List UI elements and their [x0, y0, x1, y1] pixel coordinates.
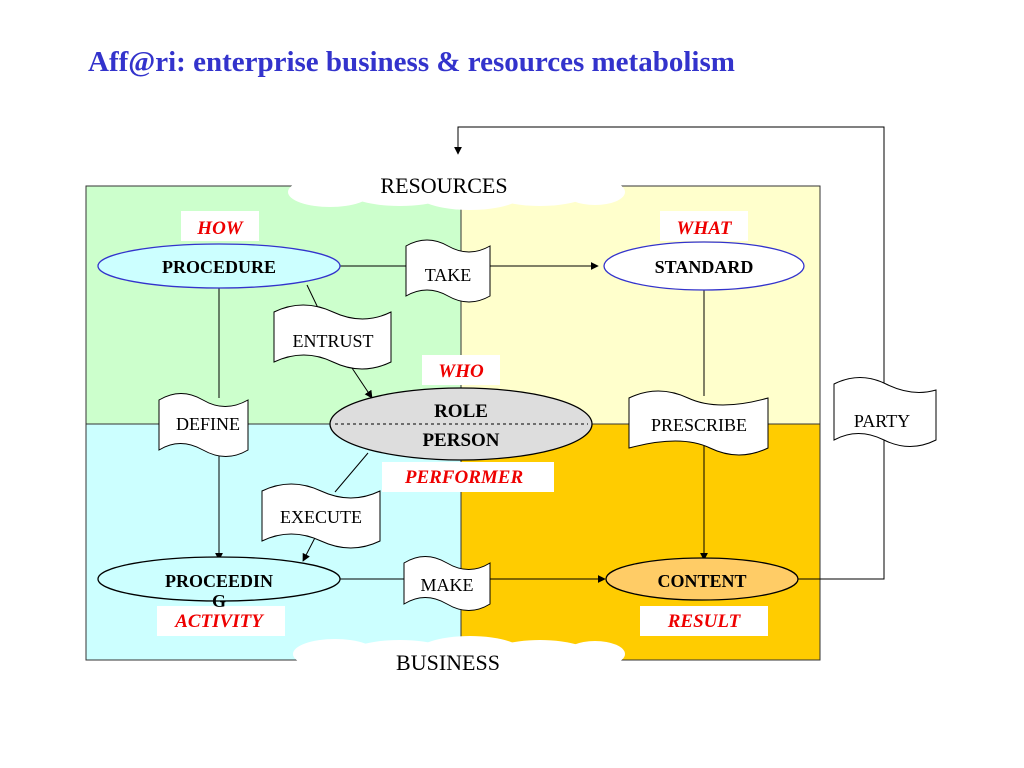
svg-text:ACTIVITY: ACTIVITY: [174, 611, 265, 632]
arrow-entrust-role: [349, 364, 373, 399]
svg-text:RESULT: RESULT: [667, 611, 742, 632]
svg-text:WHO: WHO: [438, 361, 484, 382]
tag-how: HOW: [181, 211, 259, 241]
svg-text:CONTENT: CONTENT: [657, 571, 746, 591]
tag-performer: PERFORMER: [382, 462, 554, 492]
tag-activity: ACTIVITY: [157, 606, 285, 636]
svg-text:EXECUTE: EXECUTE: [280, 507, 362, 527]
node-content: CONTENT: [605, 557, 799, 601]
cloud-business: [293, 636, 625, 680]
svg-text:G: G: [212, 591, 226, 611]
cloud-label-resources: RESOURCES: [380, 173, 507, 198]
node-role-person: ROLE PERSON: [329, 387, 593, 461]
relation-execute: EXECUTE: [261, 483, 381, 549]
relation-take: TAKE: [405, 239, 491, 303]
quadrant-what: [461, 186, 820, 424]
svg-text:ENTRUST: ENTRUST: [293, 331, 374, 351]
relation-define: DEFINE: [158, 393, 249, 457]
connector-procedure-entrust: [306, 284, 319, 309]
node-standard: STANDARD: [603, 241, 805, 291]
svg-text:PRESCRIBE: PRESCRIBE: [651, 415, 747, 435]
page-title: Aff@ri: enterprise business & resources …: [88, 46, 735, 78]
arrow-content-resources-loop: [454, 126, 885, 580]
svg-text:STANDARD: STANDARD: [655, 257, 754, 277]
svg-text:HOW: HOW: [196, 218, 244, 239]
svg-text:PERSON: PERSON: [422, 430, 499, 451]
svg-text:PARTY: PARTY: [854, 411, 910, 431]
relation-party: PARTY: [833, 377, 937, 447]
svg-text:ROLE: ROLE: [434, 401, 488, 422]
node-procedure: PROCEDURE: [97, 243, 341, 289]
tag-result: RESULT: [640, 606, 768, 636]
relation-make: MAKE: [403, 556, 491, 611]
svg-text:MAKE: MAKE: [421, 575, 474, 595]
tag-who: WHO: [422, 355, 500, 385]
tag-what: WHAT: [660, 211, 748, 241]
svg-text:TAKE: TAKE: [425, 265, 472, 285]
svg-text:PROCEEDIN: PROCEEDIN: [165, 571, 273, 591]
relation-entrust: ENTRUST: [273, 304, 392, 370]
svg-text:WHAT: WHAT: [677, 218, 733, 239]
node-proceeding: PROCEEDIN G: [97, 556, 341, 611]
svg-text:PERFORMER: PERFORMER: [404, 467, 523, 488]
cloud-resources: [288, 166, 625, 210]
quadrant-how: [86, 186, 461, 424]
relation-prescribe: PRESCRIBE: [628, 390, 769, 456]
cloud-label-business: BUSINESS: [396, 650, 500, 675]
svg-text:PROCEDURE: PROCEDURE: [162, 257, 276, 277]
connector-role-execute: [334, 452, 369, 493]
svg-text:DEFINE: DEFINE: [176, 414, 240, 434]
